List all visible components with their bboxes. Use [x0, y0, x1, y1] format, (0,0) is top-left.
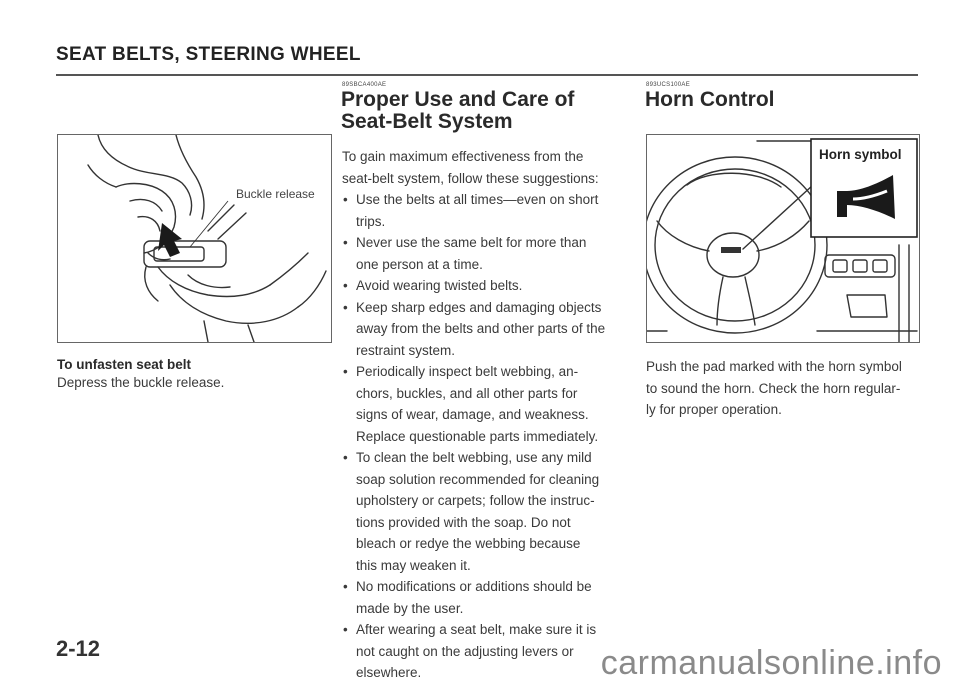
- text-line: this may weaken it.: [356, 555, 642, 577]
- text-line: After wearing a seat belt, make sure it …: [356, 619, 642, 641]
- text-line: elsewhere.: [356, 662, 642, 684]
- text-line: one person at a time.: [356, 254, 642, 276]
- suggestion-list: Use the belts at all times—even on short…: [342, 189, 642, 684]
- list-item: Never use the same belt for more than on…: [342, 232, 642, 275]
- text-line: Avoid wearing twisted belts.: [356, 275, 642, 297]
- list-item: After wearing a seat belt, make sure it …: [342, 619, 642, 684]
- buckle-release-illustration: [58, 135, 331, 342]
- text-line: ly for proper operation.: [646, 399, 926, 421]
- text-line: not caught on the adjusting levers or: [356, 641, 642, 663]
- text-line: Keep sharp edges and damaging objects: [356, 297, 642, 319]
- caption-text: Depress the buckle release.: [57, 372, 224, 394]
- text-line: soap solution recommended for cleaning: [356, 469, 642, 491]
- text-line: bleach or redye the webbing because: [356, 533, 642, 555]
- list-item: Use the belts at all times—even on short…: [342, 189, 642, 232]
- list-item: Keep sharp edges and damaging objects aw…: [342, 297, 642, 362]
- text-line: Push the pad marked with the horn symbol: [646, 356, 926, 378]
- text-line: to sound the horn. Check the horn regula…: [646, 378, 926, 400]
- section-heading: Horn Control: [645, 89, 774, 111]
- text-line: trips.: [356, 211, 642, 233]
- horn-control-figure: Horn symbol: [646, 134, 920, 343]
- intro-paragraph: To gain maximum effectiveness from the s…: [342, 146, 642, 684]
- caption-title: To unfasten seat belt: [57, 357, 191, 372]
- text-line: chors, buckles, and all other parts for: [356, 383, 642, 405]
- page-number: 2-12: [56, 636, 100, 662]
- buckle-release-label: Buckle release: [236, 187, 315, 201]
- watermark: carmanualsonline.info: [601, 644, 942, 683]
- text-line: To gain maximum effectiveness from the: [342, 146, 642, 168]
- list-item: No modifications or additions should be …: [342, 576, 642, 619]
- list-item: Periodically inspect belt webbing, an- c…: [342, 361, 642, 447]
- text-line: tions provided with the soap. Do not: [356, 512, 642, 534]
- text-line: Never use the same belt for more than: [356, 232, 642, 254]
- header-rule: [56, 74, 918, 76]
- text-line: upholstery or carpets; follow the instru…: [356, 490, 642, 512]
- section-heading-line: Proper Use and Care of: [341, 89, 574, 111]
- text-line: made by the user.: [356, 598, 642, 620]
- section-title: SEAT BELTS, STEERING WHEEL: [56, 44, 361, 66]
- text-line: seat-belt system, follow these suggestio…: [342, 168, 642, 190]
- buckle-release-figure: Buckle release: [57, 134, 332, 343]
- horn-symbol-label: Horn symbol: [819, 147, 902, 162]
- text-line: restraint system.: [356, 340, 642, 362]
- section-heading: Proper Use and Care of Seat-Belt System: [341, 89, 574, 133]
- text-line: Replace questionable parts immediately.: [356, 426, 642, 448]
- text-line: To clean the belt webbing, use any mild: [356, 447, 642, 469]
- list-item: To clean the belt webbing, use any mild …: [342, 447, 642, 576]
- section-heading-line: Seat-Belt System: [341, 111, 574, 133]
- list-item: Avoid wearing twisted belts.: [342, 275, 642, 297]
- steering-wheel-illustration: [647, 135, 919, 342]
- text-line: Use the belts at all times—even on short: [356, 189, 642, 211]
- text-line: Periodically inspect belt webbing, an-: [356, 361, 642, 383]
- text-line: away from the belts and other parts of t…: [356, 318, 642, 340]
- horn-paragraph: Push the pad marked with the horn symbol…: [646, 356, 926, 421]
- text-line: No modifications or additions should be: [356, 576, 642, 598]
- text-line: signs of wear, damage, and weakness.: [356, 404, 642, 426]
